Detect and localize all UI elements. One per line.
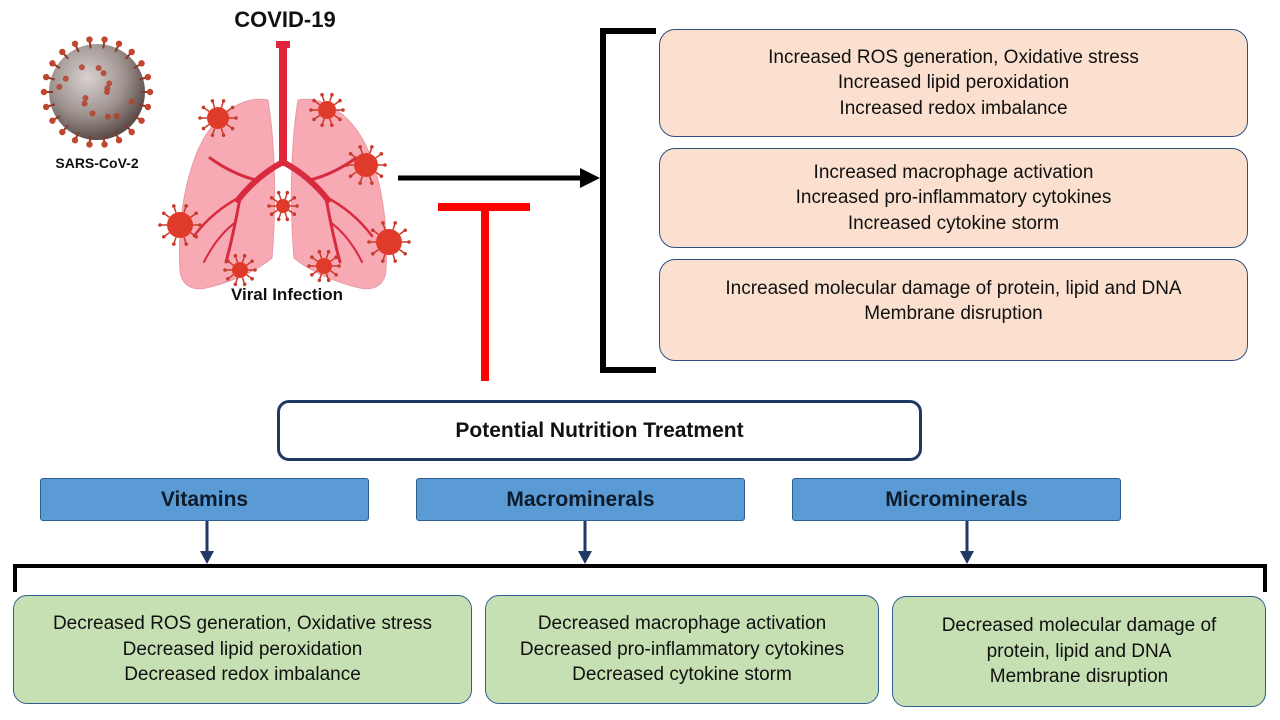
outcome-line: protein, lipid and DNA [986, 640, 1172, 662]
virus-particle-icon [307, 249, 341, 283]
down-arrow-icon [200, 521, 214, 564]
outcome-line: Decreased cytokine storm [572, 664, 792, 686]
category-label: Microminerals [885, 487, 1028, 511]
left-lung [179, 98, 276, 290]
category-label: Macrominerals [506, 487, 655, 511]
virus-particle-icon [267, 190, 299, 222]
outcome-box-molecular-damage: Decreased molecular damage of protein, l… [892, 596, 1266, 707]
outcome-box-oxidative: Decreased ROS generation, Oxidative stre… [13, 595, 472, 704]
outcome-line: Decreased molecular damage of [941, 615, 1217, 637]
category-label: Vitamins [160, 487, 249, 511]
sars-cov-2-virus-icon [40, 36, 154, 148]
effect-line: Increased molecular damage of protein, l… [725, 277, 1182, 299]
category-microminerals: Microminerals [792, 478, 1121, 521]
effect-line: Membrane disruption [864, 303, 1043, 324]
down-arrow-icon [960, 521, 974, 564]
effects-bracket [600, 28, 656, 373]
effect-line: Increased cytokine storm [847, 212, 1060, 234]
effect-line: Increased pro-inflammatory cytokines [795, 187, 1112, 209]
lung-caption: Viral Infection [230, 285, 344, 304]
treatment-box: Potential Nutrition Treatment [277, 400, 922, 461]
effect-line: Increased lipid peroxidation [837, 72, 1070, 94]
outcome-line: Decreased lipid peroxidation [122, 638, 363, 660]
category-vitamins: Vitamins [40, 478, 369, 521]
outcome-line: Membrane disruption [989, 666, 1169, 688]
effect-line: Increased macrophage activation [813, 161, 1094, 183]
outcome-box-inflammation: Decreased macrophage activation Decrease… [485, 595, 879, 704]
down-arrow-icon [578, 520, 592, 564]
disease-title: COVID-19 [234, 7, 336, 32]
inhibition-bar [438, 203, 530, 381]
infection-arrow [398, 168, 600, 188]
virus-particle-icon [223, 253, 257, 287]
trachea [279, 41, 287, 166]
virus-label: SARS-CoV-2 [55, 155, 139, 171]
virus-particle-icon [345, 145, 387, 185]
effect-line: Increased ROS generation, Oxidative stre… [768, 46, 1139, 68]
outcome-line: Decreased macrophage activation [537, 613, 827, 635]
outcome-line: Decreased pro-inflammatory cytokines [519, 638, 845, 660]
treatment-title: Potential Nutrition Treatment [455, 418, 744, 442]
effect-box-oxidative: Increased ROS generation, Oxidative stre… [659, 29, 1248, 137]
outcome-line: Decreased ROS generation, Oxidative stre… [52, 613, 433, 635]
effect-box-inflammation: Increased macrophage activation Increase… [659, 148, 1248, 248]
virus-particle-icon [309, 92, 345, 128]
virus-particles [158, 92, 411, 287]
bronchi [192, 156, 374, 264]
virus-particle-icon [198, 99, 238, 137]
virus-spikes [40, 36, 154, 148]
virus-particle-icon [158, 204, 202, 246]
outcomes-bracket [13, 564, 1267, 592]
category-macrominerals: Macrominerals [416, 478, 745, 521]
outcome-line: Decreased redox imbalance [124, 664, 361, 686]
effect-box-molecular-damage: Increased molecular damage of protein, l… [659, 259, 1248, 361]
virus-particle-icon [367, 221, 411, 263]
lungs-icon [158, 41, 411, 290]
right-lung [290, 98, 387, 290]
effect-line: Increased redox imbalance [839, 97, 1068, 119]
